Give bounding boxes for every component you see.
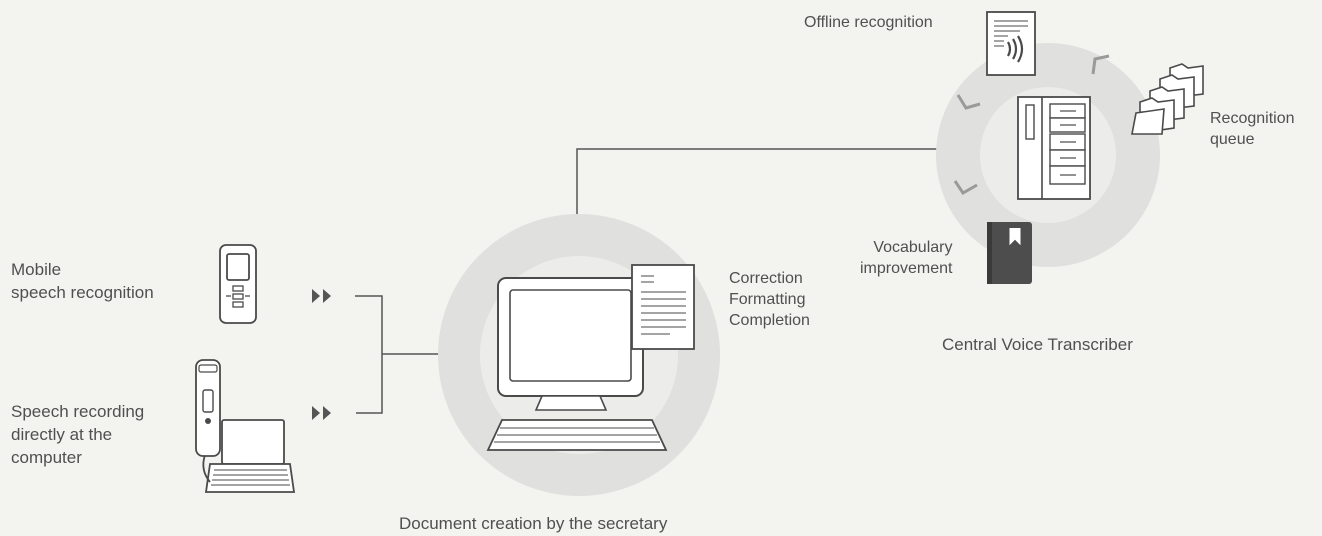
- label-task-completion: Completion: [729, 312, 810, 329]
- keyboard-icon: [486, 419, 668, 451]
- label-vocabulary: Vocabulary improvement: [860, 237, 952, 279]
- phone-recorder-icon: [219, 244, 257, 324]
- label-recording-line-3: computer: [11, 448, 82, 467]
- label-recording-line-1: Speech recording: [11, 402, 145, 421]
- monitor-icon: [497, 277, 644, 411]
- label-queue-line-2: queue: [1210, 131, 1255, 148]
- label-recognition-queue: Recognition queue: [1210, 108, 1295, 150]
- connectors: [355, 148, 940, 414]
- book-icon: [987, 222, 1032, 284]
- server-caption: Central Voice Transcriber: [942, 335, 1133, 354]
- label-recording-line-2: directly at the: [11, 425, 113, 444]
- connector-mobile: [355, 295, 383, 414]
- label-task-correction: Correction: [729, 270, 803, 287]
- label-vocabulary-line-2: improvement: [860, 260, 953, 277]
- label-mobile-line-2: speech recognition: [11, 283, 154, 302]
- label-mobile: Mobile speech recognition: [11, 258, 154, 304]
- label-vocabulary-line-1: Vocabulary: [873, 239, 953, 256]
- label-offline-recognition: Offline recognition: [804, 14, 933, 31]
- play-arrows-icon: [312, 289, 331, 420]
- connector-to-server: [576, 148, 940, 218]
- dictation-microphone-icon: [195, 359, 221, 483]
- server-cabinet-icon: [1017, 96, 1091, 200]
- folder-stack-icon: [1131, 63, 1204, 135]
- label-workstation-tasks: Correction Formatting Completion: [729, 268, 810, 331]
- laptop-icon: [204, 419, 296, 493]
- label-task-formatting: Formatting: [729, 291, 806, 308]
- label-queue-line-1: Recognition: [1210, 110, 1295, 127]
- workstation-caption: Document creation by the secretary: [399, 514, 668, 533]
- sound-document-icon: [986, 11, 1036, 76]
- label-recording: Speech recording directly at the compute…: [11, 400, 144, 469]
- document-icon: [631, 264, 695, 350]
- label-mobile-line-1: Mobile: [11, 260, 62, 279]
- cycle-chevron-icon: [953, 54, 1110, 195]
